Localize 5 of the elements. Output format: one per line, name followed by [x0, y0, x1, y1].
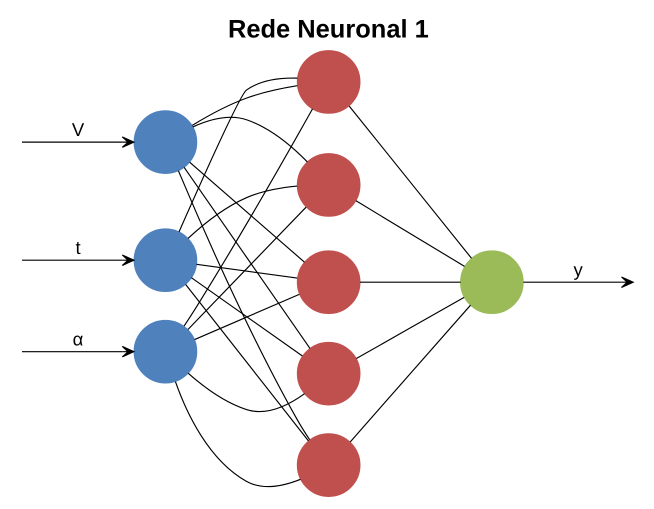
edge-label: α	[72, 328, 83, 350]
diagram-title: Rede Neuronal 1	[227, 14, 428, 43]
edge-label: t	[74, 236, 80, 258]
edge-label: V	[71, 118, 84, 140]
edge-label: y	[573, 258, 582, 280]
